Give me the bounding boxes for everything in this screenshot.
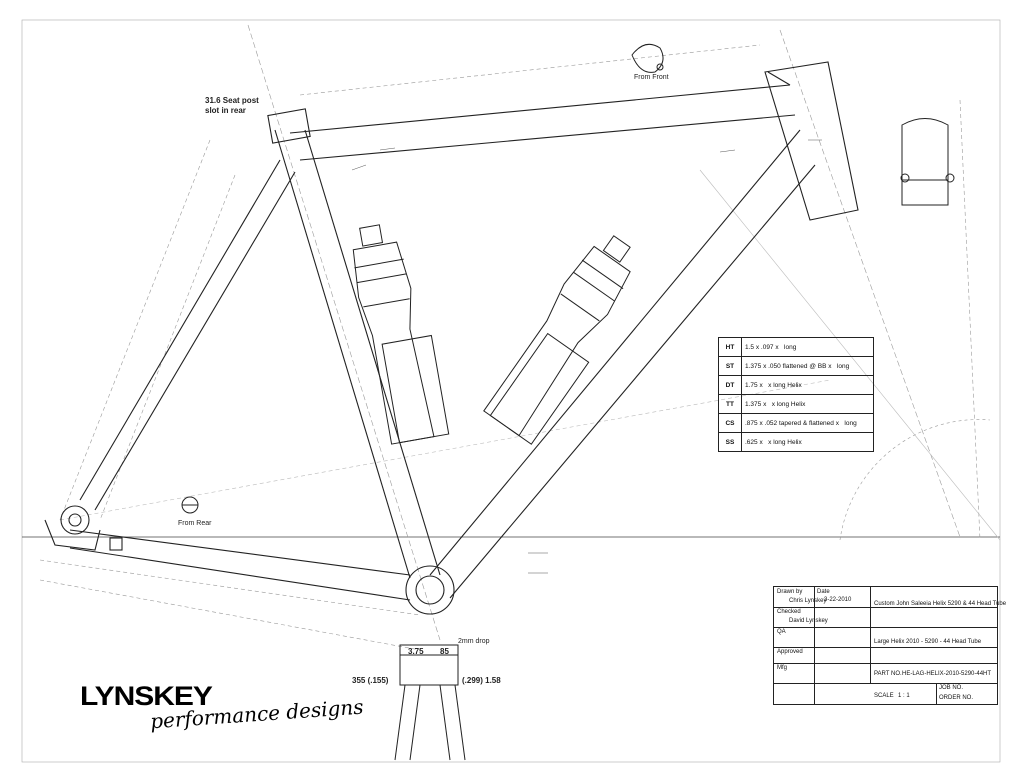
table-row: CS .875 x .052 tapered & flattened x lon… (718, 413, 874, 433)
part-no-label: PART NO. (874, 671, 902, 677)
bb-top-right: 85 (440, 647, 449, 656)
seat-post-slot-label: slot in rear (205, 106, 246, 115)
from-front-label: From Front (634, 74, 669, 81)
bb-right: (.299) 1.58 (462, 676, 501, 685)
order-no-label: ORDER NO. (939, 695, 974, 701)
scale-value: 1 : 1 (898, 693, 910, 699)
lynskey-logo: LYNSKEY performance designs (80, 680, 364, 734)
bb-left: 355 (.155) (352, 676, 389, 685)
part-no-value: HE-LAG-HELIX-2010-5290-44HT (902, 671, 992, 677)
qa-label: QA (777, 629, 786, 635)
drawn-by-value: Chris Lynskey (789, 598, 827, 604)
tube-key: CS (718, 413, 742, 433)
table-row: ST 1.375 x .050 flattened @ BB x long (718, 356, 874, 376)
checked-value: David Lynskey (789, 618, 828, 624)
tube-desc: .625 x x long Helix (741, 432, 874, 452)
tube-key: SS (718, 432, 742, 452)
tube-desc: 1.375 x x long Helix (741, 394, 874, 414)
mfg-label: Mfg (777, 665, 788, 671)
scale-label: SCALE (874, 693, 894, 699)
from-rear-label: From Rear (178, 520, 212, 527)
job-no-label: JOB NO. (939, 685, 964, 691)
bb-top-left: 3.75 (408, 647, 424, 656)
table-row: HT 1.5 x .097 x long (718, 337, 874, 357)
tube-key: HT (718, 337, 742, 357)
tube-desc: 1.75 x x long Helix (741, 375, 874, 395)
description: Custom John Saleeia Helix 5290 & 44 Head… (874, 601, 1007, 607)
tube-desc: 1.5 x .097 x long (741, 337, 874, 357)
approved-label: Approved (777, 649, 803, 655)
tube-spec-table: HT 1.5 x .097 x long ST 1.375 x .050 fla… (718, 337, 874, 452)
tube-key: ST (718, 356, 742, 376)
tube-key: TT (718, 394, 742, 414)
tube-key: DT (718, 375, 742, 395)
table-row: SS .625 x x long Helix (718, 432, 874, 452)
table-row: DT 1.75 x x long Helix (718, 375, 874, 395)
bb-drop-label: 2mm drop (458, 638, 490, 645)
date-value: 3-22-2010 (824, 597, 852, 603)
drawn-by-label: Drawn by (777, 589, 803, 595)
tube-desc: .875 x .052 tapered & flattened x long (741, 413, 874, 433)
part-name: Large Helix 2010 - 5290 - 44 Head Tube (874, 639, 982, 645)
seat-post-label: 31.6 Seat post (205, 96, 259, 105)
title-block: Drawn by Chris Lynskey Date 3-22-2010 Cu… (773, 586, 1006, 705)
table-row: TT 1.375 x x long Helix (718, 394, 874, 414)
logo-brand: LYNSKEY (80, 681, 213, 712)
checked-label: Checked (777, 609, 801, 615)
tube-desc: 1.375 x .050 flattened @ BB x long (741, 356, 874, 376)
date-label: Date (817, 589, 830, 595)
